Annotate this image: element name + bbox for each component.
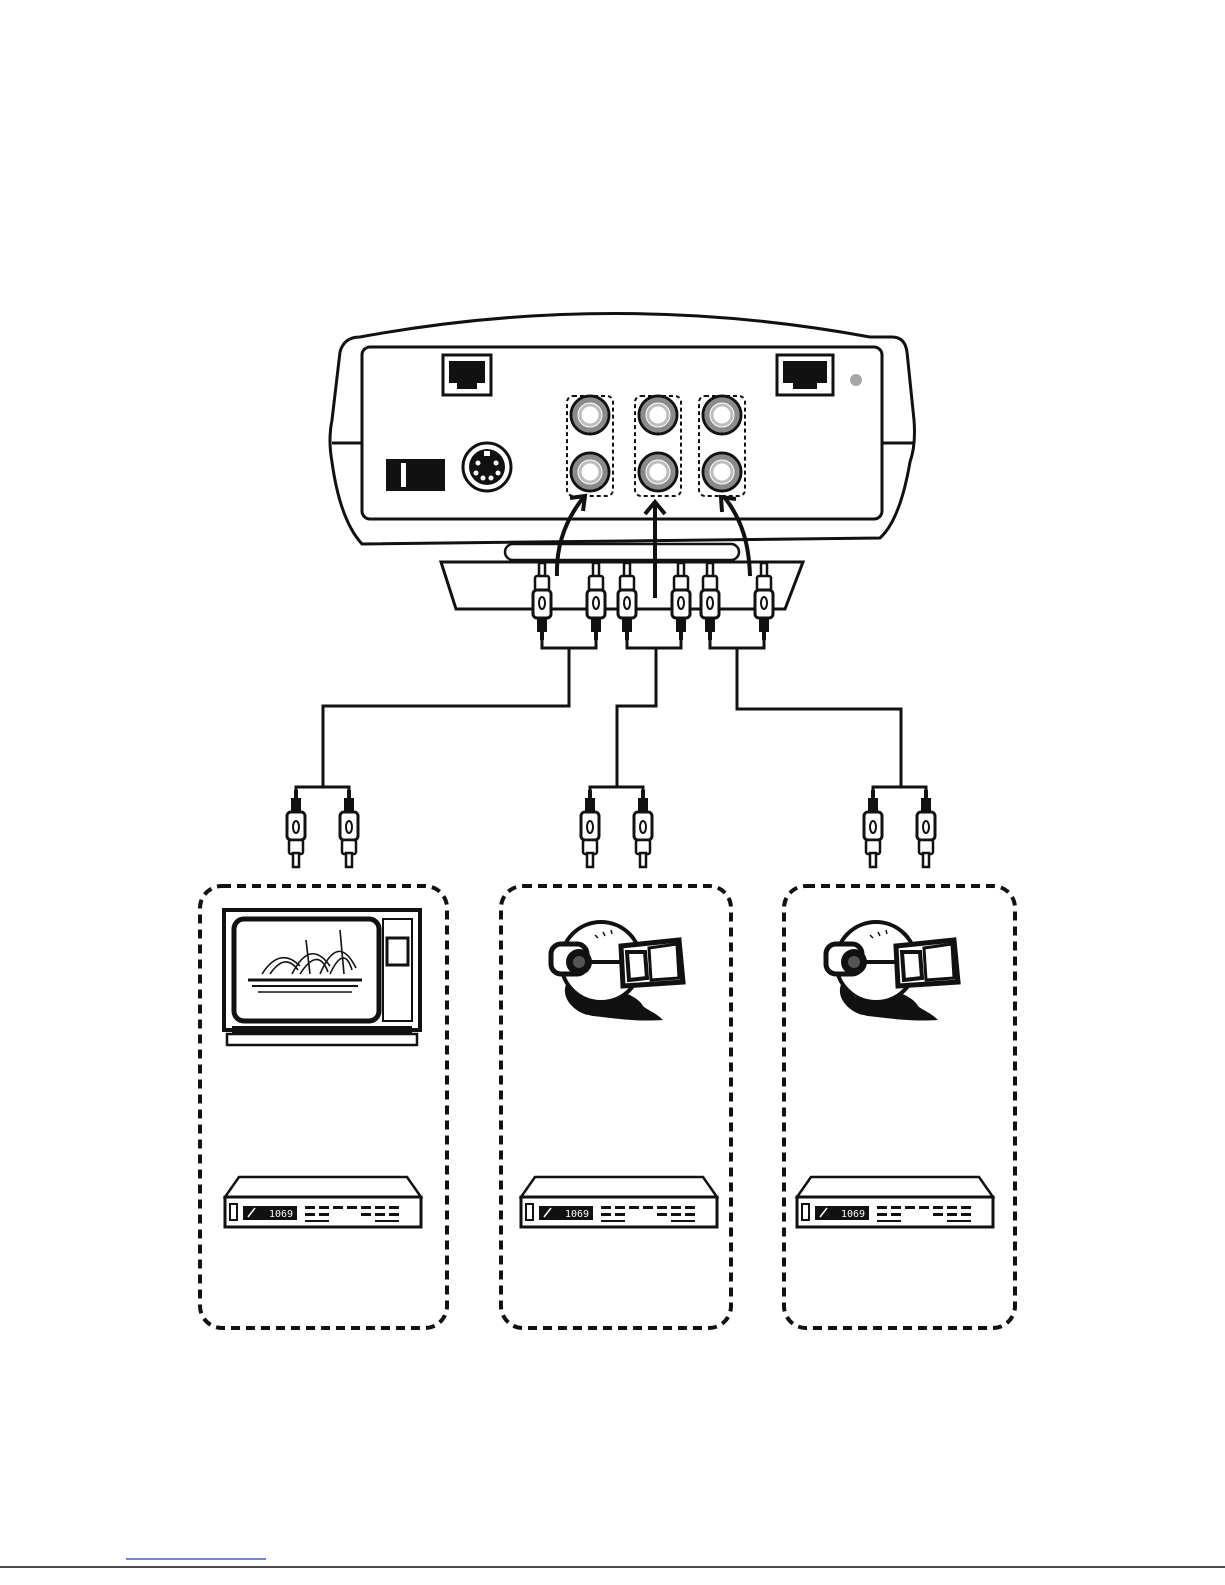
- cable-1: [542, 640, 596, 648]
- switch-box: [330, 314, 915, 561]
- rj-jack-left[interactable]: [443, 355, 491, 395]
- cable-2-run: [617, 648, 656, 787]
- vcr-icon: [797, 1177, 993, 1227]
- indicator-led: [850, 374, 862, 386]
- rca-plug[interactable]: [917, 790, 935, 867]
- camera-icon: [826, 922, 958, 1024]
- rca-plug[interactable]: [340, 790, 358, 867]
- rca-jack[interactable]: [639, 396, 677, 434]
- lower-plugs: [287, 790, 935, 867]
- mini-din-port[interactable]: [463, 443, 511, 491]
- rca-plug[interactable]: [864, 790, 882, 867]
- slide-switch[interactable]: [386, 459, 445, 491]
- television-icon: [224, 910, 420, 1045]
- vcr-icon: [521, 1177, 717, 1227]
- rca-plug[interactable]: [287, 790, 305, 867]
- rca-jack[interactable]: [571, 453, 609, 491]
- cable-3-run: [737, 648, 901, 787]
- cable-3: [710, 640, 764, 648]
- rca-jack[interactable]: [639, 453, 677, 491]
- rca-jack[interactable]: [703, 396, 741, 434]
- rca-plug[interactable]: [581, 790, 599, 867]
- cable-2: [627, 640, 681, 648]
- cable-1-run: [323, 648, 569, 787]
- base-slot: [505, 544, 739, 560]
- destination-tv-with-vcr: [200, 886, 447, 1328]
- rj-jack-right[interactable]: [777, 355, 833, 395]
- destination-camera-with-vcr-1: [501, 886, 731, 1328]
- rca-plug[interactable]: [634, 790, 652, 867]
- destination-camera-with-vcr-2: [784, 886, 1015, 1328]
- rca-jack[interactable]: [703, 453, 741, 491]
- camera-icon: [551, 922, 683, 1024]
- vcr-icon: [225, 1177, 421, 1227]
- rca-jack[interactable]: [571, 396, 609, 434]
